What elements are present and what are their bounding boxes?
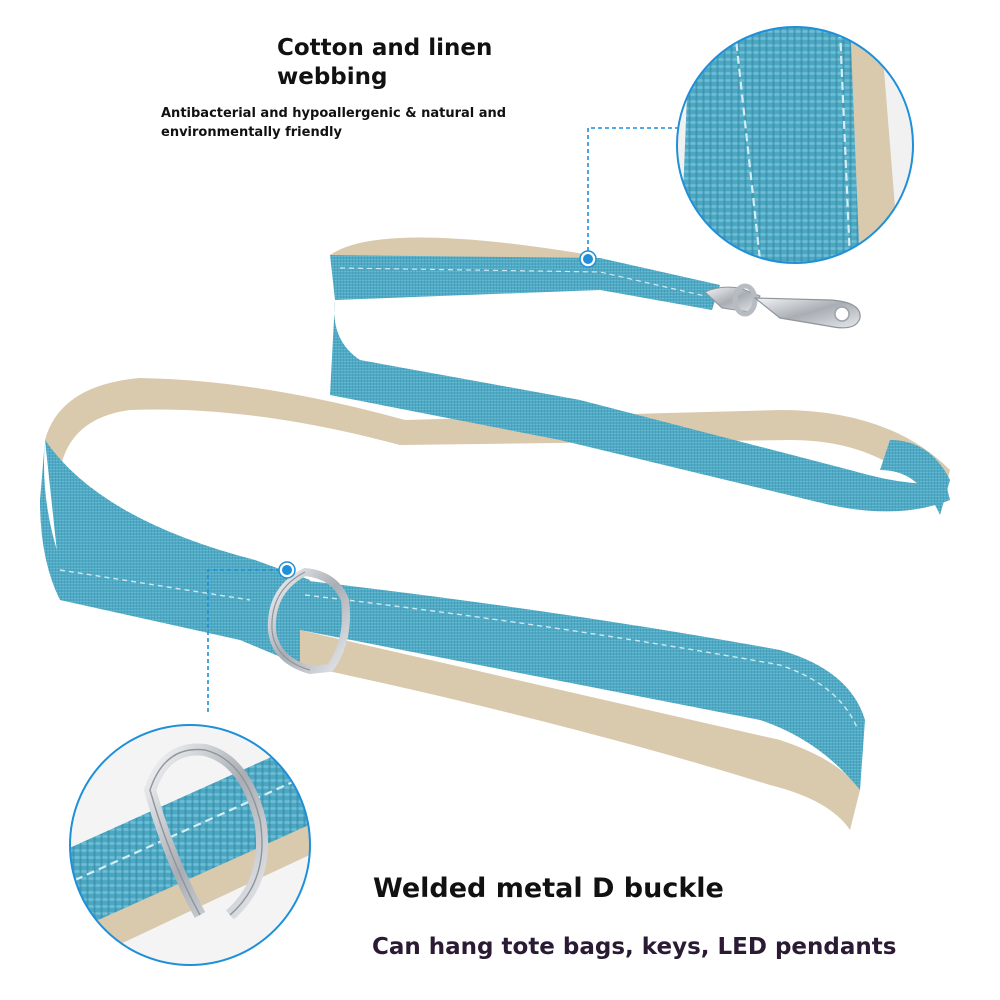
strap-front-diagonal — [330, 300, 950, 512]
leash-strap — [40, 237, 950, 830]
webbing-description-line1: Antibacterial and hypoallergenic & natur… — [161, 106, 507, 121]
webbing-title: Cotton and linen webbing — [277, 34, 537, 92]
dbuckle-description: Can hang tote bags, keys, LED pendants — [372, 934, 897, 960]
strap-front-left-band — [45, 440, 310, 630]
callout-bottom-connector — [207, 561, 296, 715]
callout-top-connector — [579, 127, 680, 268]
strap-back-middle — [45, 378, 950, 510]
webbing-description-line2: environmentally friendly — [161, 125, 342, 140]
dbuckle-title: Welded metal D buckle — [373, 873, 724, 904]
zoom-webbing-closeup — [676, 26, 914, 264]
strap-front-handle — [300, 580, 865, 790]
strap-stitching — [59, 569, 859, 731]
d-ring-icon — [267, 567, 350, 675]
webbing-description: Antibacterial and hypoallergenic & natur… — [161, 104, 521, 142]
snap-hook-icon — [704, 283, 861, 329]
zoom-dbuckle-closeup — [69, 724, 311, 966]
strap-front-top — [330, 255, 720, 310]
strap-back-handle — [300, 630, 860, 830]
strap-front-right-tail — [880, 440, 950, 515]
webbing-title-line1: Cotton and linen — [277, 35, 493, 61]
webbing-title-line2: webbing — [277, 64, 388, 90]
